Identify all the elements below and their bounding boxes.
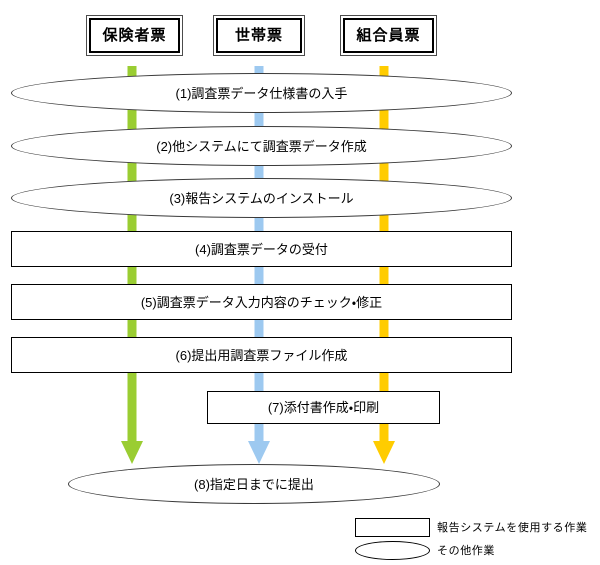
step-label: (2)他システムにて調査票データ作成	[156, 138, 367, 154]
step-label: (3)報告システムのインストール	[169, 190, 354, 206]
column-header-label: 保険者票	[102, 27, 167, 44]
step-7[interactable]: (7)添付書作成・印刷	[207, 391, 440, 424]
column-header-inner: 保険者票	[89, 18, 180, 53]
step-label: (5)調査票データ入力内容のチェック・修正	[140, 294, 383, 310]
step-2[interactable]: (2)他システムにて調査票データ作成	[11, 126, 512, 166]
lane-arrowhead-hokensha	[121, 441, 143, 464]
step-label: (6)提出用調査票ファイル作成	[175, 347, 348, 363]
step-label: (7)添付書作成・印刷	[267, 400, 380, 415]
step-1[interactable]: (1)調査票データ仕様書の入手	[11, 73, 512, 113]
step-8[interactable]: (8)指定日までに提出	[68, 464, 440, 504]
step-4[interactable]: (4)調査票データの受付	[11, 231, 512, 267]
column-header-label: 組合員票	[356, 27, 421, 44]
column-header-inner: 組合員票	[343, 18, 434, 53]
lane-arrowhead-kumiaiin	[373, 441, 395, 464]
column-header-hokensha[interactable]: 保険者票	[86, 15, 183, 56]
column-header-setai[interactable]: 世帯票	[213, 15, 305, 56]
step-label: (8)指定日までに提出	[194, 476, 314, 492]
legend-swatch-rect	[355, 518, 430, 537]
step-label: (1)調査票データ仕様書の入手	[175, 85, 348, 101]
legend-label-system-work: 報告システムを使用する作業	[437, 522, 588, 534]
legend-label-other-work: その他作業	[437, 545, 495, 557]
column-header-label: 世帯票	[234, 27, 283, 44]
step-label: (4)調査票データの受付	[195, 241, 328, 257]
step-6[interactable]: (6)提出用調査票ファイル作成	[11, 337, 512, 373]
lane-arrowhead-setai	[248, 441, 270, 464]
step-3[interactable]: (3)報告システムのインストール	[11, 178, 512, 218]
step-5[interactable]: (5)調査票データ入力内容のチェック・修正	[11, 284, 512, 320]
column-header-kumiaiin[interactable]: 組合員票	[340, 15, 437, 56]
column-header-inner: 世帯票	[216, 18, 302, 53]
legend-swatch-ellipse	[355, 541, 430, 560]
